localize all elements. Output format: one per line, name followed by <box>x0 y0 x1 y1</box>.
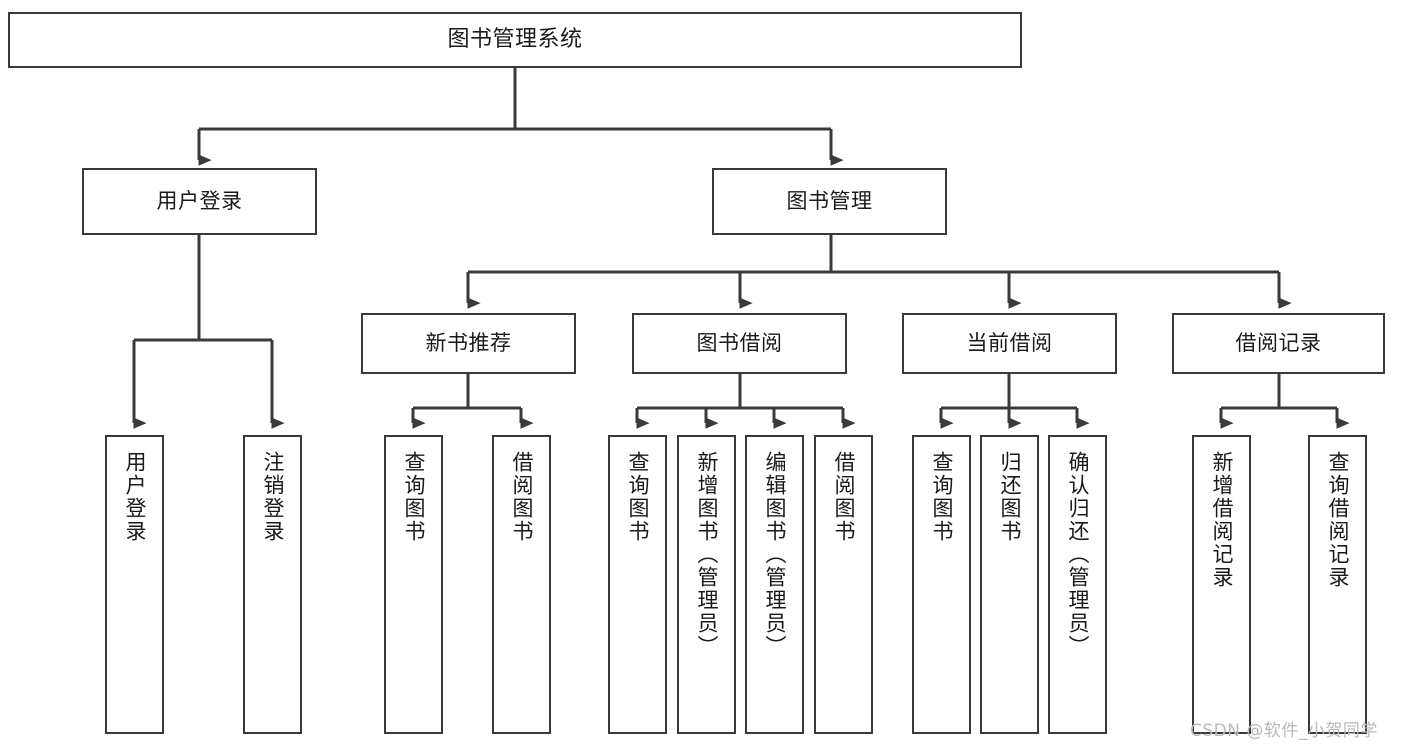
csdn-watermark: CSDN @软件_小贺同学 <box>1190 721 1378 741</box>
leaf-user-login[interactable]: 用户登录 <box>105 435 164 734</box>
node-label: 新增借阅记录 <box>1210 451 1234 589</box>
node-user-login[interactable]: 用户登录 <box>82 168 317 235</box>
node-new-book-recommendation[interactable]: 新书推荐 <box>361 313 576 374</box>
node-label: 图书管理系统 <box>447 26 583 52</box>
node-label: 归还图书 <box>998 451 1022 543</box>
node-label: 查询图书 <box>626 451 650 543</box>
node-label: 用户登录 <box>123 451 147 543</box>
leaf-logout[interactable]: 注销登录 <box>243 435 302 734</box>
node-label: 借阅记录 <box>1235 330 1322 355</box>
leaf-new-book-query-book[interactable]: 查询图书 <box>384 435 443 734</box>
leaf-borrow-borrow-book[interactable]: 借阅图书 <box>814 435 873 734</box>
node-label: 当前借阅 <box>966 330 1053 355</box>
node-root-book-management-system[interactable]: 图书管理系统 <box>8 12 1022 68</box>
node-label: 图书管理 <box>786 188 873 213</box>
node-label: 图书借阅 <box>696 330 783 355</box>
leaf-record-add-borrow-record[interactable]: 新增借阅记录 <box>1192 435 1251 734</box>
node-label: 确认归还（管理员） <box>1066 451 1090 658</box>
node-label: 新书推荐 <box>425 330 512 355</box>
node-label: 查询图书 <box>402 451 426 543</box>
node-book-borrowing[interactable]: 图书借阅 <box>632 313 847 374</box>
node-label: 借阅图书 <box>510 451 534 543</box>
node-label: 新增图书（管理员） <box>695 451 719 658</box>
node-label: 查询图书 <box>930 451 954 543</box>
node-label: 用户登录 <box>156 188 243 213</box>
leaf-current-return-book[interactable]: 归还图书 <box>980 435 1039 734</box>
leaf-record-query-borrow-record[interactable]: 查询借阅记录 <box>1308 435 1367 734</box>
node-book-management[interactable]: 图书管理 <box>712 168 947 235</box>
leaf-new-book-borrow-book[interactable]: 借阅图书 <box>492 435 551 734</box>
node-label: 注销登录 <box>261 451 285 543</box>
leaf-borrow-query-book[interactable]: 查询图书 <box>608 435 667 734</box>
leaf-borrow-edit-book-admin[interactable]: 编辑图书（管理员） <box>745 435 804 734</box>
node-current-borrowing[interactable]: 当前借阅 <box>902 313 1117 374</box>
node-borrowing-record[interactable]: 借阅记录 <box>1172 313 1385 374</box>
node-label: 借阅图书 <box>832 451 856 543</box>
node-label: 编辑图书（管理员） <box>763 451 787 658</box>
leaf-current-query-book[interactable]: 查询图书 <box>912 435 971 734</box>
node-label: 查询借阅记录 <box>1326 451 1350 589</box>
leaf-borrow-add-book-admin[interactable]: 新增图书（管理员） <box>677 435 736 734</box>
leaf-current-confirm-return-admin[interactable]: 确认归还（管理员） <box>1048 435 1107 734</box>
